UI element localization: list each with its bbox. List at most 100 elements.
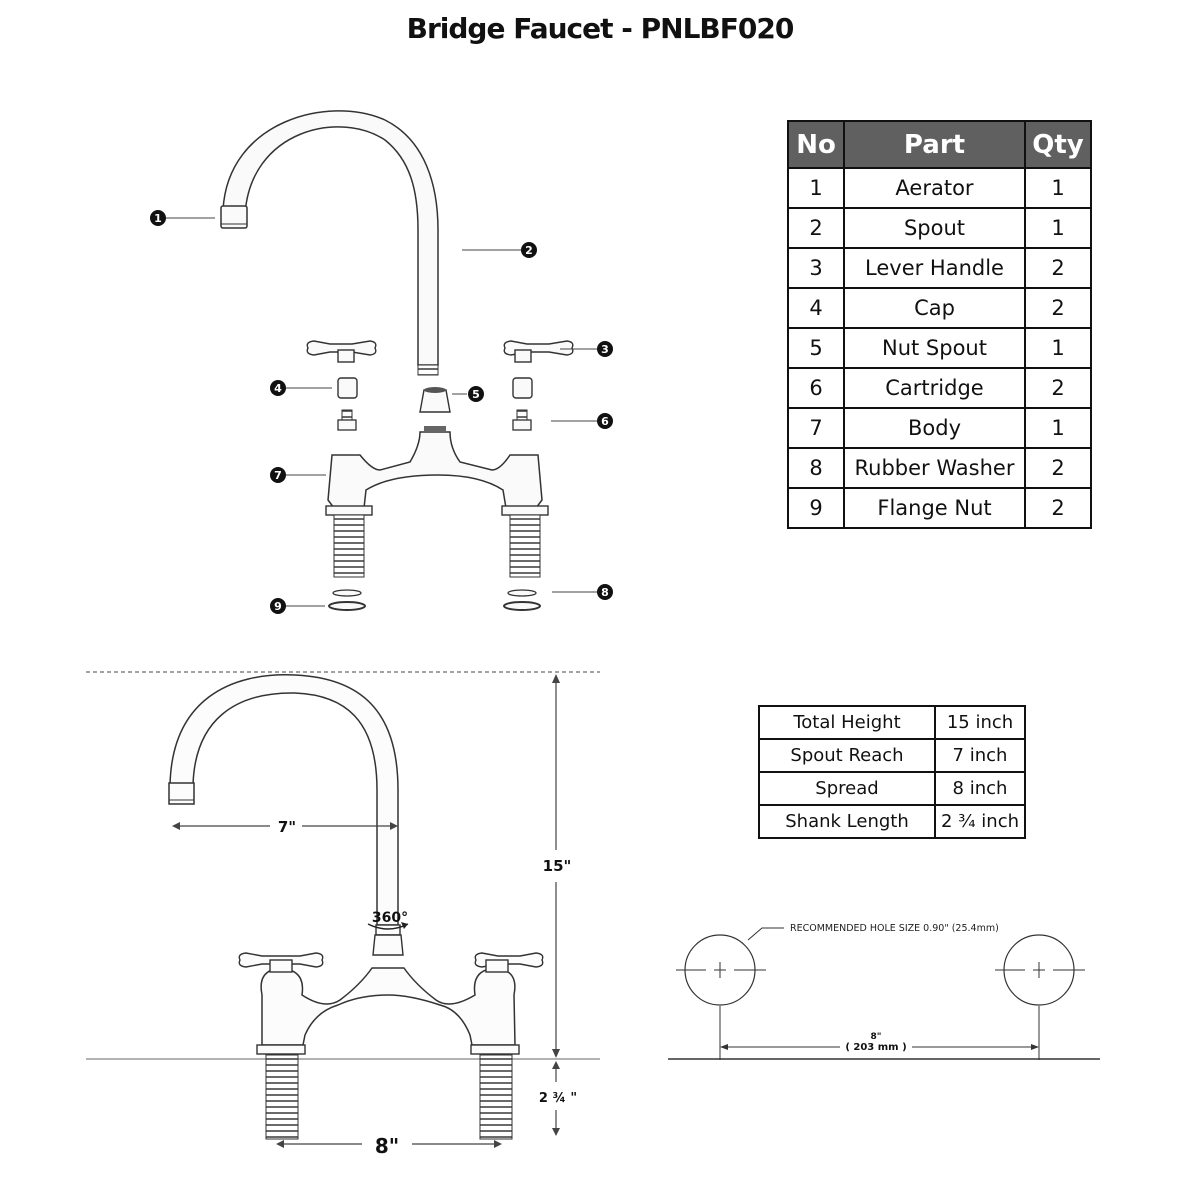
cell-no: 7 <box>787 407 845 449</box>
cell-part: Body <box>843 407 1026 449</box>
callout-badge-7: 7 <box>270 467 286 483</box>
spec-value: 15 inch <box>934 705 1026 740</box>
cell-no: 5 <box>787 327 845 369</box>
spec-value: 2 ¾ inch <box>934 804 1026 839</box>
spec-value: 8 inch <box>934 771 1026 806</box>
assembled-aerator <box>168 782 195 805</box>
callout-badge-5: 5 <box>468 386 484 402</box>
cell-part: Aerator <box>843 167 1026 209</box>
reach-dimension-label: 7" <box>278 818 296 836</box>
cell-part: Lever Handle <box>843 247 1026 289</box>
exploded-flange-nut-left <box>328 601 366 611</box>
exploded-washer-left <box>332 589 362 597</box>
hole-size-note: RECOMMENDED HOLE SIZE 0.90" (25.4mm) <box>790 923 999 934</box>
assembled-view <box>86 671 600 1140</box>
cell-qty: 1 <box>1024 207 1092 249</box>
rotation-label: 360° <box>372 910 408 926</box>
cell-part: Flange Nut <box>843 487 1026 529</box>
col-header-part: Part <box>843 120 1026 169</box>
callout-badge-3: 3 <box>597 341 613 357</box>
assembled-lever-handle-right <box>474 952 544 973</box>
exploded-shank-right <box>509 514 541 578</box>
exploded-view <box>220 110 574 611</box>
svg-text:5: 5 <box>472 388 480 401</box>
exploded-cap-right <box>512 377 533 399</box>
height-dimension-label: 15" <box>543 857 572 875</box>
exploded-lever-handle-right <box>503 340 574 363</box>
callout-badge-4: 4 <box>270 380 286 396</box>
shank-dimension-label: 2 ¾ " <box>539 1091 577 1106</box>
dimension-lines <box>172 674 560 1148</box>
cell-no: 6 <box>787 367 845 409</box>
cell-no: 4 <box>787 287 845 329</box>
cell-qty: 1 <box>1024 327 1092 369</box>
cell-part: Nut Spout <box>843 327 1026 369</box>
exploded-nut-spout <box>419 389 451 413</box>
callout-leaders <box>166 217 597 607</box>
assembled-lever-handle-left <box>238 952 324 973</box>
svg-text:3: 3 <box>601 343 609 356</box>
cell-qty: 2 <box>1024 287 1092 329</box>
spec-label: Spout Reach <box>758 738 936 773</box>
hole-diagram <box>668 927 1100 1060</box>
parts-table-header: No Part Qty <box>787 120 1092 169</box>
assembled-shank-left <box>265 1054 299 1140</box>
hole-spacing-mm: ( 203 mm ) <box>845 1042 906 1053</box>
cell-no: 9 <box>787 487 845 529</box>
svg-text:1: 1 <box>154 212 162 225</box>
exploded-washer-right <box>507 589 537 597</box>
cell-qty: 2 <box>1024 367 1092 409</box>
spec-label: Shank Length <box>758 804 936 839</box>
exploded-aerator <box>220 205 248 229</box>
callout-badge-8: 8 <box>597 584 613 600</box>
svg-text:4: 4 <box>274 382 282 395</box>
col-header-no: No <box>787 120 845 169</box>
exploded-spout <box>222 110 439 366</box>
cell-no: 2 <box>787 207 845 249</box>
cell-qty: 2 <box>1024 447 1092 489</box>
spec-label: Total Height <box>758 705 936 740</box>
page-title: Bridge Faucet - PNLBF020 <box>406 12 795 45</box>
exploded-body <box>327 431 543 509</box>
assembled-spout <box>169 674 399 926</box>
exploded-cap-left <box>337 377 358 399</box>
exploded-cartridge-left <box>337 409 357 431</box>
cell-part: Rubber Washer <box>843 447 1026 489</box>
cell-part: Cartridge <box>843 367 1026 409</box>
exploded-spout-thread <box>417 364 439 376</box>
cell-part: Spout <box>843 207 1026 249</box>
cell-part: Cap <box>843 287 1026 329</box>
assembled-shank-right <box>479 1054 513 1140</box>
cell-qty: 2 <box>1024 487 1092 529</box>
col-header-qty: Qty <box>1024 120 1092 169</box>
callout-badge-9: 9 <box>270 598 286 614</box>
svg-text:8: 8 <box>601 586 609 599</box>
callout-badge-2: 2 <box>521 242 537 258</box>
svg-text:6: 6 <box>601 415 609 428</box>
cell-qty: 2 <box>1024 247 1092 289</box>
exploded-lever-handle-left <box>306 340 377 363</box>
svg-text:9: 9 <box>274 600 282 613</box>
cell-no: 3 <box>787 247 845 289</box>
spread-dimension-label: 8" <box>375 1134 399 1158</box>
cell-qty: 1 <box>1024 167 1092 209</box>
exploded-cartridge-right <box>512 409 532 431</box>
cell-no: 8 <box>787 447 845 489</box>
callout-badge-1: 1 <box>150 210 166 226</box>
assembled-body <box>260 967 516 1046</box>
